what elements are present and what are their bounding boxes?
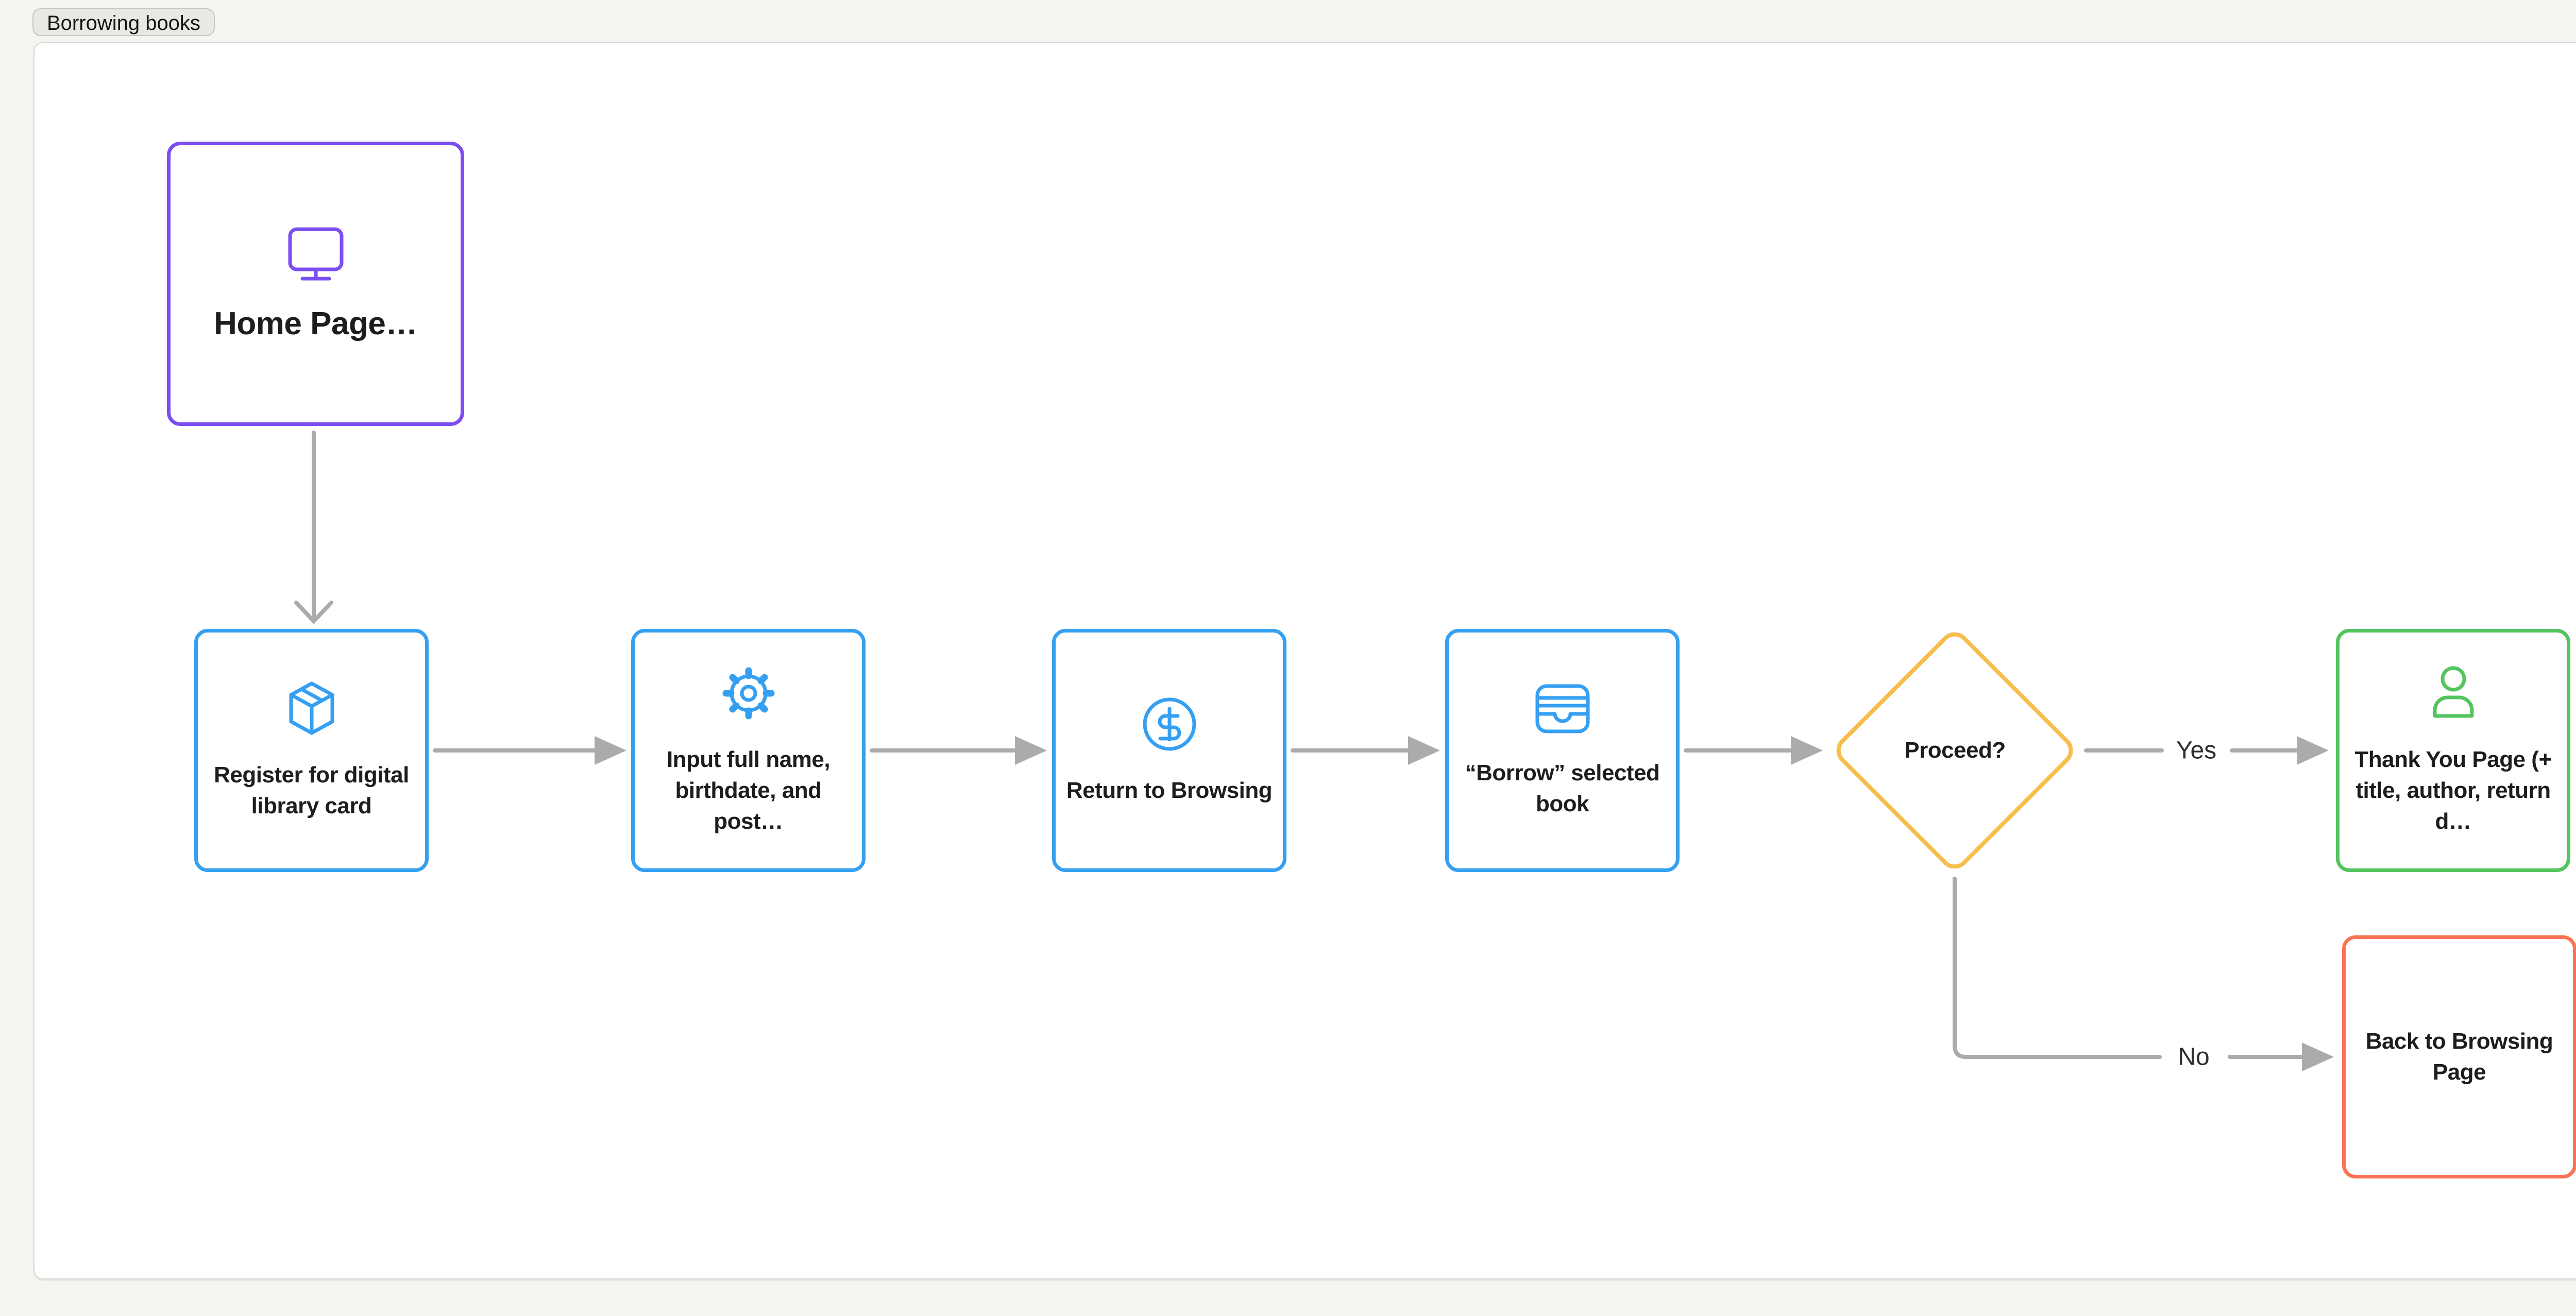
node-label: Back to Browsing Page <box>2365 1029 2553 1085</box>
node-home-page[interactable]: Home Page… <box>167 142 464 426</box>
dollar-circle-icon <box>1141 695 1198 756</box>
node-label: Return to Browsing <box>1066 777 1273 803</box>
node-thank-you[interactable]: Thank You Page (+ title, author, return … <box>2336 629 2570 872</box>
edge-label-no: No <box>2174 1042 2214 1071</box>
node-label: Register for digital library card <box>214 762 409 818</box>
node-label: Input full name, birthdate, and post… <box>666 746 831 834</box>
package-icon <box>285 680 338 740</box>
node-label: Home Page… <box>214 305 417 341</box>
person-icon <box>2427 664 2480 725</box>
node-register[interactable]: Register for digital library card <box>194 629 429 872</box>
board-tab[interactable]: Borrowing books <box>32 8 215 36</box>
node-back-browsing[interactable]: Back to Browsing Page <box>2342 935 2576 1178</box>
edge-label-yes: Yes <box>2172 736 2221 765</box>
monitor-icon <box>284 225 348 285</box>
wallet-icon <box>1533 682 1592 738</box>
gear-icon <box>720 664 777 725</box>
node-borrow-book[interactable]: “Borrow” selected book <box>1445 629 1680 872</box>
board-tab-label: Borrowing books <box>47 12 200 35</box>
node-input-details[interactable]: Input full name, birthdate, and post… <box>631 629 866 872</box>
node-label: Proceed? <box>1904 738 2006 763</box>
node-label: “Borrow” selected book <box>1465 760 1660 816</box>
node-return-browsing[interactable]: Return to Browsing <box>1052 629 1286 872</box>
node-proceed[interactable]: Proceed? <box>1828 624 2082 877</box>
node-label: Thank You Page (+ title, author, return … <box>2354 746 2552 834</box>
